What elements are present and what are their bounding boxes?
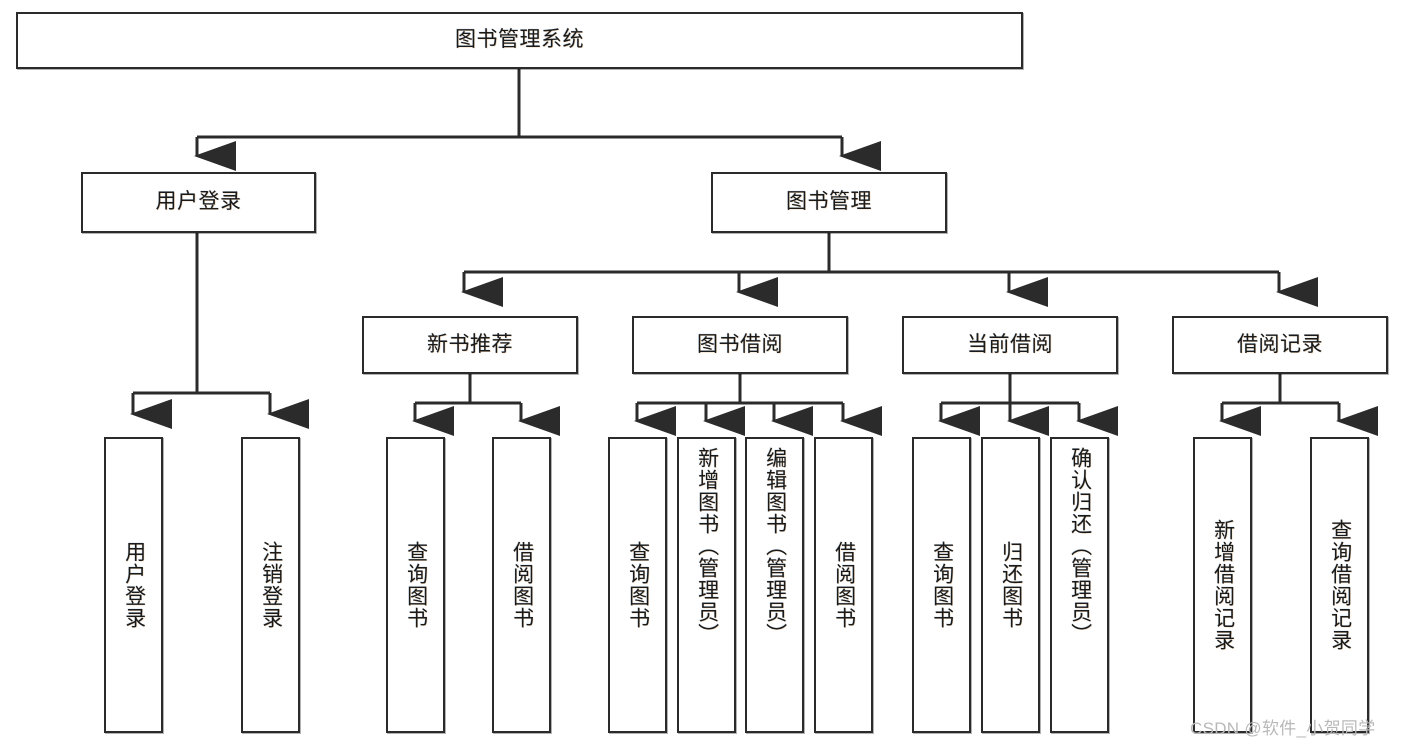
node-leaf-confirm-return[interactable]: 确认归还（管理员） [1050, 437, 1109, 733]
node-leaf-borrow-book-1[interactable]: 借阅图书 [492, 437, 551, 733]
node-leaf-query-book-3[interactable]: 查询图书 [912, 437, 971, 733]
node-root[interactable]: 图书管理系统 [16, 12, 1023, 69]
node-leaf-add-record-label: 新增借阅记录 [1211, 519, 1235, 651]
node-book-borrow-label: 图书借阅 [697, 332, 783, 356]
node-borrow-record-label: 借阅记录 [1237, 332, 1323, 356]
node-leaf-add-book-label: 新增图书（管理员） [695, 447, 719, 645]
node-user-login[interactable]: 用户登录 [81, 172, 316, 233]
node-leaf-query-book-1[interactable]: 查询图书 [386, 437, 445, 733]
node-leaf-edit-book-label: 编辑图书（管理员） [763, 447, 787, 645]
node-new-book-recommend[interactable]: 新书推荐 [362, 316, 578, 374]
node-book-manage-label: 图书管理 [786, 190, 872, 214]
node-leaf-query-record-label: 查询借阅记录 [1328, 519, 1352, 651]
node-leaf-logout-label: 注销登录 [259, 541, 283, 629]
node-root-label: 图书管理系统 [455, 28, 584, 52]
node-leaf-query-book-3-label: 查询图书 [930, 541, 954, 629]
node-leaf-logout[interactable]: 注销登录 [241, 437, 300, 733]
csdn-watermark: CSDN @软件_小贺同学 [1190, 719, 1376, 738]
node-leaf-confirm-return-label: 确认归还（管理员） [1068, 447, 1092, 645]
node-leaf-user-login-label: 用户登录 [122, 541, 146, 629]
node-leaf-user-login[interactable]: 用户登录 [104, 437, 163, 733]
node-borrow-record[interactable]: 借阅记录 [1172, 316, 1388, 374]
node-leaf-query-record[interactable]: 查询借阅记录 [1310, 437, 1369, 733]
node-leaf-edit-book[interactable]: 编辑图书（管理员） [745, 437, 804, 733]
node-leaf-borrow-book-2-label: 借阅图书 [832, 541, 856, 629]
node-leaf-borrow-book-1-label: 借阅图书 [510, 541, 534, 629]
node-leaf-query-book-1-label: 查询图书 [404, 541, 428, 629]
node-current-borrow-label: 当前借阅 [967, 332, 1053, 356]
node-leaf-borrow-book-2[interactable]: 借阅图书 [814, 437, 873, 733]
node-book-borrow[interactable]: 图书借阅 [632, 316, 848, 374]
node-current-borrow[interactable]: 当前借阅 [902, 316, 1118, 374]
node-leaf-query-book-2-label: 查询图书 [626, 541, 650, 629]
node-book-manage[interactable]: 图书管理 [711, 172, 947, 233]
node-leaf-return-book-label: 归还图书 [999, 541, 1023, 629]
node-leaf-add-record[interactable]: 新增借阅记录 [1193, 437, 1252, 733]
node-user-login-label: 用户登录 [155, 190, 242, 214]
node-leaf-add-book[interactable]: 新增图书（管理员） [677, 437, 736, 733]
node-leaf-return-book[interactable]: 归还图书 [981, 437, 1040, 733]
node-leaf-query-book-2[interactable]: 查询图书 [608, 437, 667, 733]
node-new-book-recommend-label: 新书推荐 [427, 332, 513, 356]
